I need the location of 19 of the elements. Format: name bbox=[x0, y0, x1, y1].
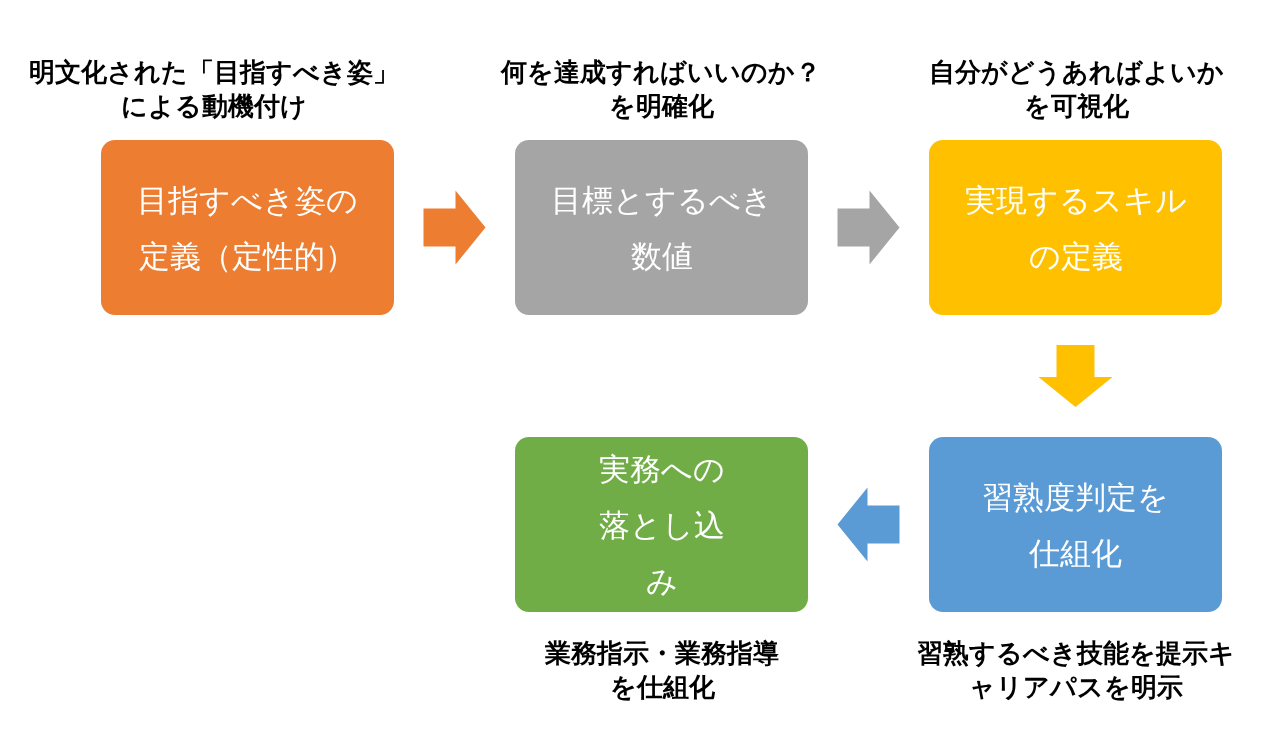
block-arrow bbox=[837, 190, 900, 265]
process-box bbox=[515, 437, 808, 612]
process-box bbox=[101, 140, 394, 315]
box-label: 目指すべき姿の定義（定性的） bbox=[136, 180, 359, 276]
block-arrow bbox=[837, 487, 900, 562]
caption-text: 習熟するべき技能を提示キャリアパスを明示 bbox=[916, 637, 1236, 704]
box-label: 習熟度判定を仕組化 bbox=[981, 477, 1170, 573]
caption-text: 明文化された「目指すべき姿」による動機付け bbox=[28, 56, 400, 123]
block-arrow bbox=[423, 190, 486, 265]
caption-text: 業務指示・業務指導を仕組化 bbox=[544, 637, 780, 704]
process-box bbox=[929, 437, 1222, 612]
block-arrow bbox=[1038, 345, 1113, 407]
box-label: 実務への落とし込み bbox=[597, 449, 726, 601]
caption-text: 何を達成すればいいのか？を明確化 bbox=[499, 56, 822, 123]
box-label: 実現するスキルの定義 bbox=[963, 180, 1188, 276]
box-label: 目標とするべき数値 bbox=[549, 180, 774, 276]
caption-text: 自分がどうあればよいかを可視化 bbox=[927, 56, 1225, 123]
process-box bbox=[515, 140, 808, 315]
process-box bbox=[929, 140, 1222, 315]
